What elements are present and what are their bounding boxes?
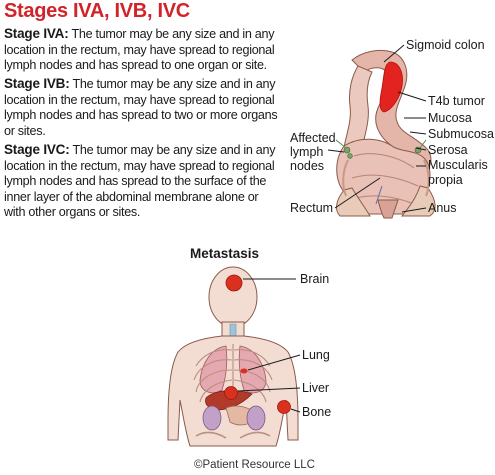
liver-metastasis-spot	[224, 386, 238, 400]
rectum-folds	[351, 153, 419, 205]
affected-lymph-nodes-label-2: lymph	[290, 145, 323, 159]
bone-label: Bone	[302, 405, 331, 419]
kidney-right-shape	[246, 405, 266, 431]
stage-ivc-text: The tumor may be any size and in any loc…	[4, 143, 276, 220]
anus-label: Anus	[428, 201, 457, 215]
serosa-label: Serosa	[428, 143, 468, 157]
stage-iva-text: The tumor may be any size and in any loc…	[4, 27, 275, 73]
affected-lymph-nodes-label-3: nodes	[290, 159, 324, 173]
page-title: Stages IVA, IVB, IVC	[4, 0, 190, 22]
lung-right-shape	[238, 345, 267, 394]
rectum-label: Rectum	[290, 201, 333, 215]
kidney-left-shape	[202, 405, 222, 431]
affected-lymph-nodes-label: Affected	[290, 131, 336, 145]
brain-label: Brain	[300, 272, 329, 286]
stage-ivb-text: The tumor may be any size and in any loc…	[4, 77, 278, 138]
t4b-tumor-label: T4b tumor	[428, 94, 485, 108]
muscularis-label-2: propia	[428, 173, 463, 187]
stage-iva-paragraph: Stage IVA: The tumor may be any size and…	[4, 26, 280, 74]
submucosa-label: Submucosa	[428, 127, 494, 141]
metastasis-leader-lines	[237, 278, 301, 413]
metastasis-illustration: Metastasis	[167, 246, 331, 447]
muscularis-label: Muscularis	[428, 158, 488, 172]
lymph-node-left-2	[347, 153, 353, 159]
rectum-vessel	[375, 185, 383, 205]
rectum-illustration: Sigmoid colon T4b tumor Mucosa Submucosa…	[290, 38, 494, 219]
lung-metastasis-spot	[240, 368, 248, 374]
sigmoid-colon-label: Sigmoid colon	[406, 38, 485, 52]
bone-metastasis-spot	[277, 400, 291, 414]
t4b-tumor-shape	[379, 61, 403, 113]
colon-wall-shape	[343, 65, 373, 151]
rectum-leader-lines	[327, 44, 427, 213]
stage-ivc-label: Stage IVC:	[4, 142, 70, 157]
mucosa-label: Mucosa	[428, 111, 472, 125]
lymph-node-left	[343, 146, 351, 154]
lung-label: Lung	[302, 348, 330, 362]
anal-canal-shape	[377, 199, 399, 219]
pelvis-shape	[195, 431, 271, 439]
copyright-credit: ©Patient Resource LLC	[194, 459, 315, 471]
metastasis-title: Metastasis	[190, 246, 259, 261]
brain-metastasis-spot	[225, 274, 243, 292]
lung-left-shape	[199, 345, 228, 394]
stage-ivb-label: Stage IVB:	[4, 76, 70, 91]
stage-ivb-paragraph: Stage IVB: The tumor may be any size and…	[4, 76, 280, 139]
liver-label: Liver	[302, 381, 329, 395]
stage-iva-label: Stage IVA:	[4, 26, 69, 41]
stage-ivc-paragraph: Stage IVC: The tumor may be any size and…	[4, 142, 280, 221]
